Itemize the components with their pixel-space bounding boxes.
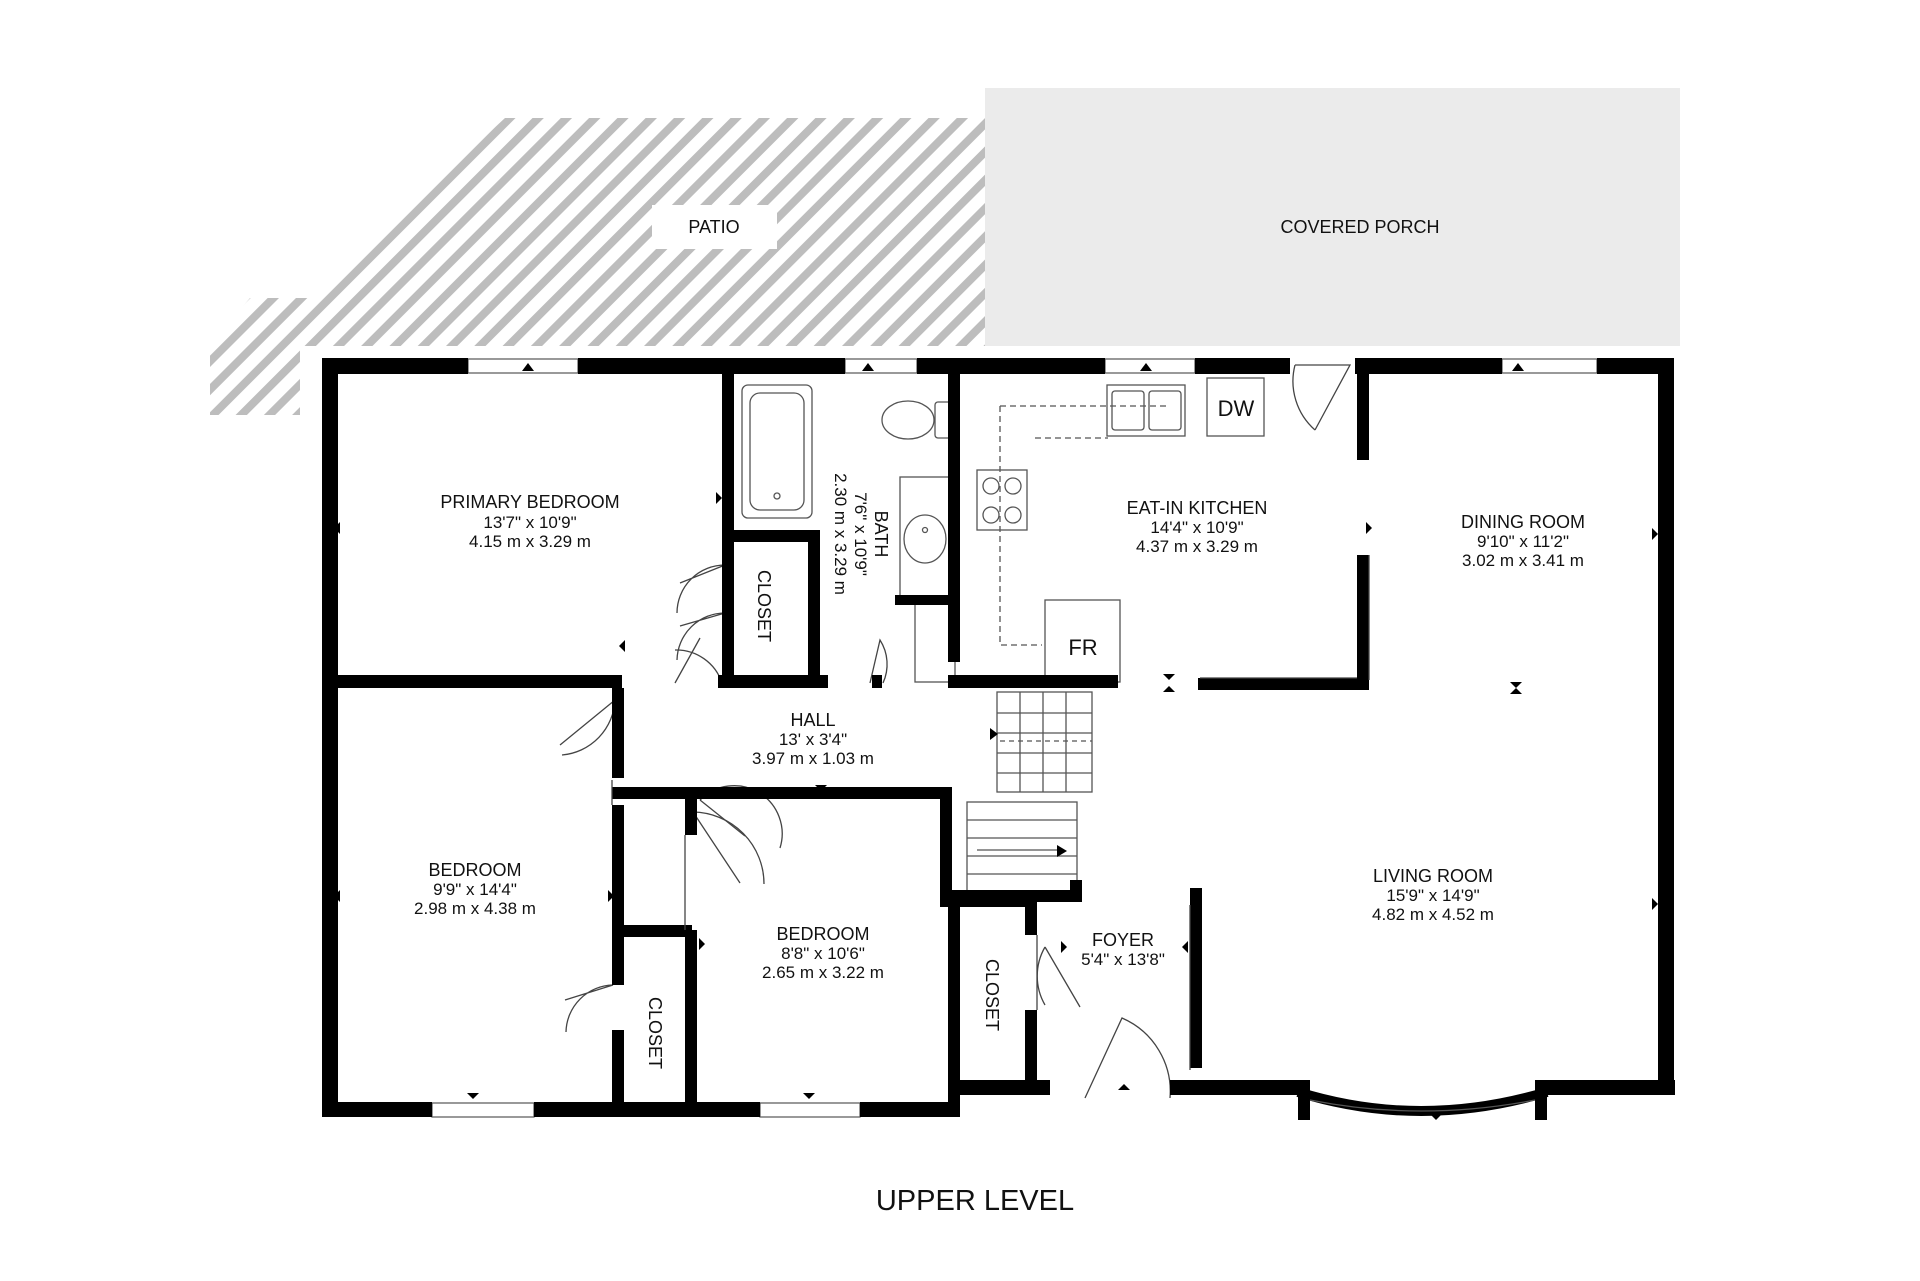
dishwasher-box [1206,377,1265,437]
room-hall: HALL 13' x 3'4" 3.97 m x 1.03 m [752,710,874,768]
room-eat-in-kitchen: EAT-IN KITCHEN 14'4" x 10'9" 4.37 m x 3.… [1127,498,1268,556]
room-size-imperial: 8'8" x 10'6" [781,944,865,963]
room-name: CLOSET [754,570,774,642]
room-size-imperial: 9'9" x 14'4" [433,880,517,899]
sink-icon [903,514,947,564]
room-size-metric: 4.82 m x 4.52 m [1372,905,1494,924]
room-size-imperial: 13'7" x 10'9" [483,513,576,532]
dimension-markers [334,363,1658,1120]
patio-area [210,118,985,415]
room-size-imperial: 5'4" x 13'8" [1081,950,1165,969]
room-foyer: FOYER 5'4" x 13'8" [1081,930,1165,969]
room-living-room: LIVING ROOM 15'9" x 14'9" 4.82 m x 4.52 … [1372,866,1494,924]
room-size-metric: 2.65 m x 3.22 m [762,963,884,982]
room-closet-2: CLOSET [645,997,665,1069]
room-name: BEDROOM [776,924,869,944]
room-size-metric: 2.98 m x 4.38 m [414,899,536,918]
room-name: PRIMARY BEDROOM [440,492,619,512]
level-label: UPPER LEVEL [876,1185,1074,1217]
room-bath: BATH 7'6" x 10'9" 2.30 m x 3.29 m [831,473,891,595]
room-name: BEDROOM [428,860,521,880]
vanity-icon [899,476,953,602]
room-size-metric: 2.30 m x 3.29 m [831,473,850,595]
covered-porch-label: COVERED PORCH [1280,217,1439,237]
room-name: CLOSET [982,959,1002,1031]
bathtub-icon [741,384,813,519]
room-name: FOYER [1092,930,1154,950]
room-size-imperial: 13' x 3'4" [779,730,847,749]
fridge-label: FR [1068,635,1097,660]
room-size-imperial: 14'4" x 10'9" [1150,518,1243,537]
staircase [966,691,1093,895]
room-bedroom-left: BEDROOM 9'9" x 14'4" 2.98 m x 4.38 m [414,860,536,918]
room-size-metric: 3.02 m x 3.41 m [1462,551,1584,570]
room-size-metric: 4.15 m x 3.29 m [469,532,591,551]
room-name: LIVING ROOM [1373,866,1493,886]
windows [431,358,1598,1118]
kitchen-counter [999,405,1170,646]
bay-window [1296,1087,1549,1116]
room-size-metric: 3.97 m x 1.03 m [752,749,874,768]
room-closet-1: CLOSET [754,570,774,642]
room-primary-bedroom: PRIMARY BEDROOM 13'7" x 10'9" 4.15 m x 3… [440,492,619,551]
room-size-imperial: 15'9" x 14'9" [1386,886,1479,905]
room-size-metric: 4.37 m x 3.29 m [1136,537,1258,556]
patio-label: PATIO [688,217,739,237]
room-name: EAT-IN KITCHEN [1127,498,1268,518]
room-size-imperial: 7'6" x 10'9" [851,492,870,576]
cooktop-icon [976,469,1028,531]
room-closet-3: CLOSET [982,959,1002,1031]
room-size-imperial: 9'10" x 11'2" [1477,532,1569,551]
room-name: CLOSET [645,997,665,1069]
covered-porch-area [985,88,1680,346]
patio-label-box [652,205,777,249]
room-name: DINING ROOM [1461,512,1585,532]
room-dining-room: DINING ROOM 9'10" x 11'2" 3.02 m x 3.41 … [1461,512,1585,570]
room-name: BATH [871,511,891,558]
room-name: HALL [790,710,835,730]
partitions [611,555,1370,1070]
room-bedroom-mid: BEDROOM 8'8" x 10'6" 2.65 m x 3.22 m [762,924,884,982]
kitchen-sink-icon [1106,384,1186,437]
dishwasher-label: DW [1218,396,1255,421]
walls [322,358,1675,1120]
